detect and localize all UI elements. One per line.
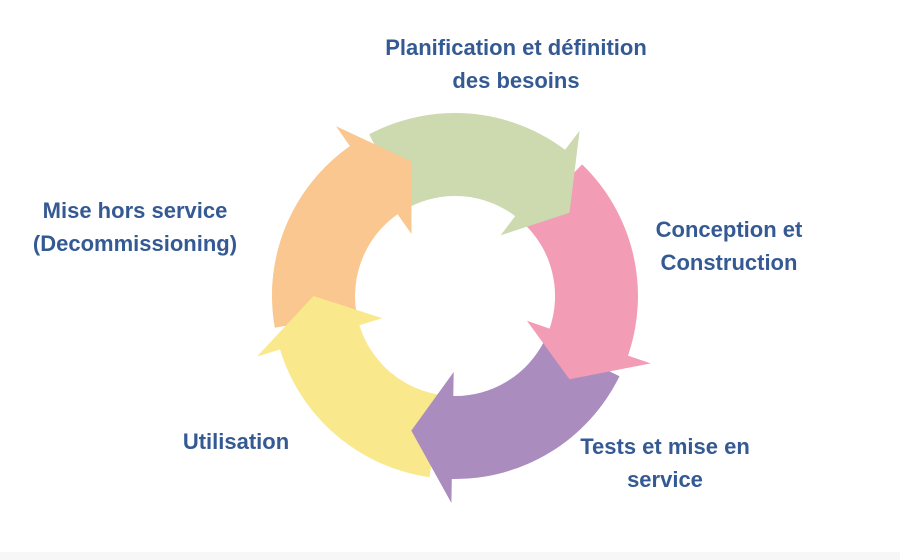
label-line: Utilisation [182,429,290,454]
label-line: Planification et définition [385,35,647,60]
cycle-segment-conception [524,164,651,380]
label-line: des besoins [452,68,580,93]
cycle-segment-utilisation [257,296,442,478]
label-planification: Planification et définition des besoins [385,31,647,97]
label-line: Tests et mise en [580,434,750,459]
label-decommissioning: Mise hors service (Decommissioning) [33,194,237,260]
cycle-segment-planification [369,112,580,236]
label-line: Construction [660,250,798,275]
label-conception: Conception et Construction [656,213,803,279]
cycle-segment-decommissioning-head-overlay [272,126,412,295]
label-tests: Tests et mise en service [580,430,750,496]
label-line: (Decommissioning) [32,231,238,256]
label-line: service [627,467,703,492]
cycle-segment-tests [411,339,620,503]
label-line: Conception et [655,217,803,242]
bottom-strip [0,552,900,560]
label-line: Mise hors service [42,198,228,223]
label-utilisation: Utilisation [183,425,289,458]
